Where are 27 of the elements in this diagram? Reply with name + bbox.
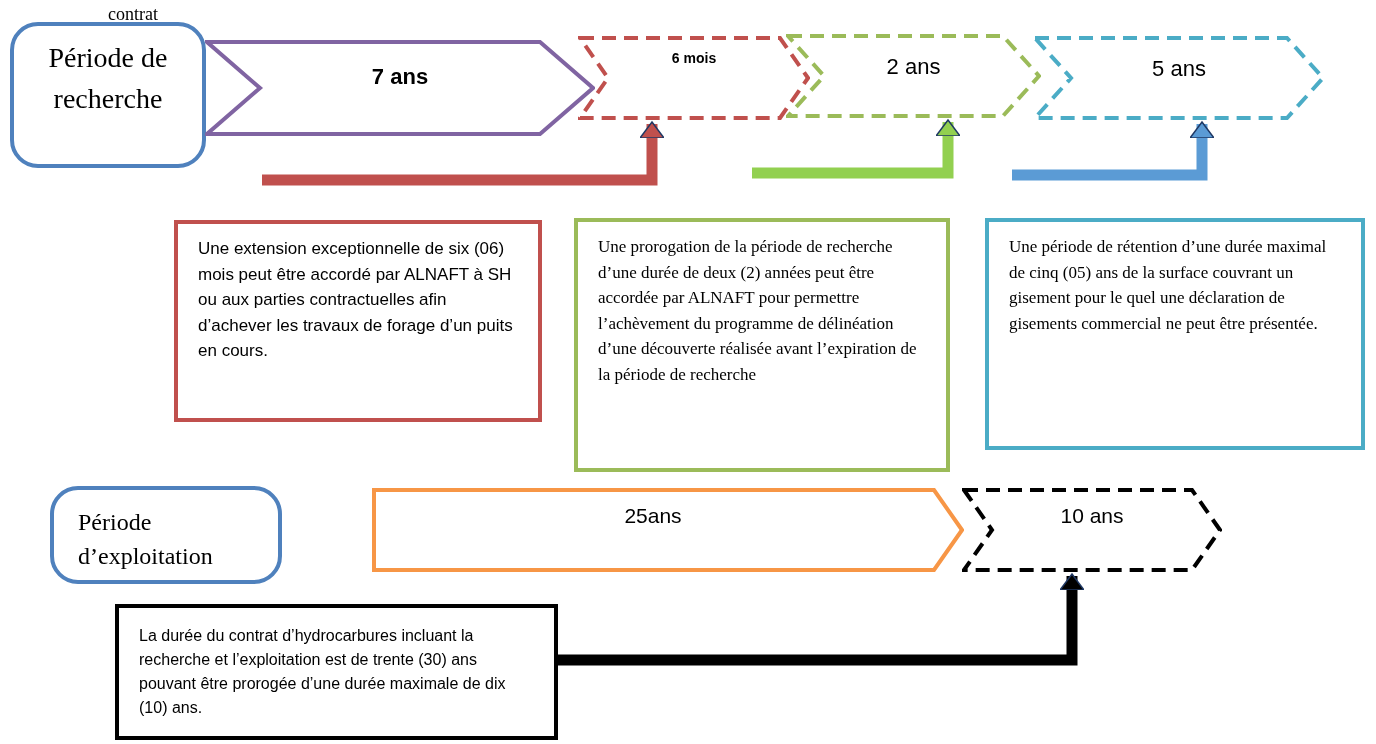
duration-label: 5 ans xyxy=(1152,56,1206,81)
note-box xyxy=(174,220,542,422)
bent-arrow xyxy=(262,121,665,186)
period-box xyxy=(50,486,282,584)
note-box xyxy=(115,604,558,740)
note-text: Une extension exceptionnelle de six (06) mois peut être accordé par ALNAFT à SH ou aux parties contractuelles afin d’achever les travaux de forage d’un puits en cours. xyxy=(198,239,513,360)
duration-label: 25ans xyxy=(624,504,682,527)
duration-label: 7 ans xyxy=(371,64,429,89)
heading-fragment: contrat xyxy=(108,4,158,24)
bent-arrow xyxy=(752,119,961,179)
timeline-segment xyxy=(1033,36,1325,120)
note-text: Une prorogation de la période de recherche d’une durée de deux (2) années peut être accordée par ALNAFT pour permettre l’achèvement du programme de délinéation d’une découverte réalisée avant l’expiration de la période de recherche xyxy=(598,237,917,384)
timeline-segment xyxy=(962,488,1222,572)
note-box xyxy=(574,218,950,472)
timeline-segment xyxy=(786,34,1041,118)
note-box xyxy=(985,218,1365,450)
bent-arrow xyxy=(558,573,1085,666)
duration-label: 2 ans xyxy=(886,54,941,79)
timeline-segment xyxy=(205,40,595,136)
period-title: Période d’exploitation xyxy=(78,509,213,569)
bent-arrow xyxy=(1012,121,1215,181)
duration-label: 6 mois xyxy=(671,50,717,66)
note-text: Une période de rétention d’une durée maximal de cinq (05) ans de la surface couvrant un gisement pour le quel une déclaration de gisements commercial ne peut être présentée. xyxy=(1009,237,1327,333)
duration-label: 10 ans xyxy=(1060,504,1124,527)
note-text: La durée du contrat d’hydrocarbures incluant la recherche et l’exploitation est de trente (30) ans pouvant être prorogée d’une durée maximale de dix (10) ans. xyxy=(139,627,506,716)
period-title: Période de recherche xyxy=(48,42,168,114)
timeline-segment xyxy=(578,36,810,120)
